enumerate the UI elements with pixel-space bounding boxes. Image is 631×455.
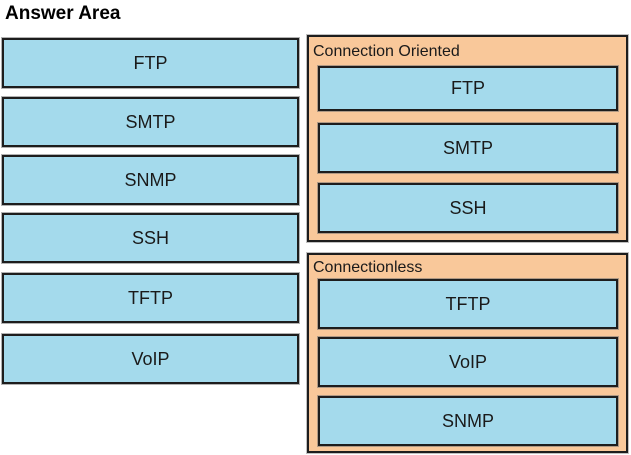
draggable-item[interactable]: VoIP (2, 334, 299, 384)
draggable-item[interactable]: FTP (2, 38, 299, 88)
draggable-item[interactable]: SMTP (2, 97, 299, 147)
dropped-item[interactable]: TFTP (318, 279, 618, 329)
category-connectionless[interactable]: Connectionless TFTP VoIP SNMP (307, 253, 628, 453)
category-connection-oriented[interactable]: Connection Oriented FTP SMTP SSH (307, 35, 628, 242)
source-items-column: FTP SMTP SNMP SSH TFTP VoIP (2, 38, 299, 392)
category-connection-oriented-label: Connection Oriented (313, 43, 460, 60)
dropped-item[interactable]: VoIP (318, 337, 618, 387)
category-connection-oriented-items: FTP SMTP SSH (318, 66, 618, 233)
dropped-item[interactable]: SNMP (318, 396, 618, 446)
category-connectionless-items: TFTP VoIP SNMP (318, 279, 618, 446)
draggable-item[interactable]: SNMP (2, 155, 299, 205)
dropped-item[interactable]: SSH (318, 183, 618, 233)
dropped-item[interactable]: FTP (318, 66, 618, 111)
draggable-item[interactable]: TFTP (2, 273, 299, 323)
category-connectionless-label: Connectionless (313, 259, 423, 276)
draggable-item[interactable]: SSH (2, 213, 299, 263)
dropped-item[interactable]: SMTP (318, 123, 618, 173)
page-title: Answer Area (5, 3, 121, 24)
